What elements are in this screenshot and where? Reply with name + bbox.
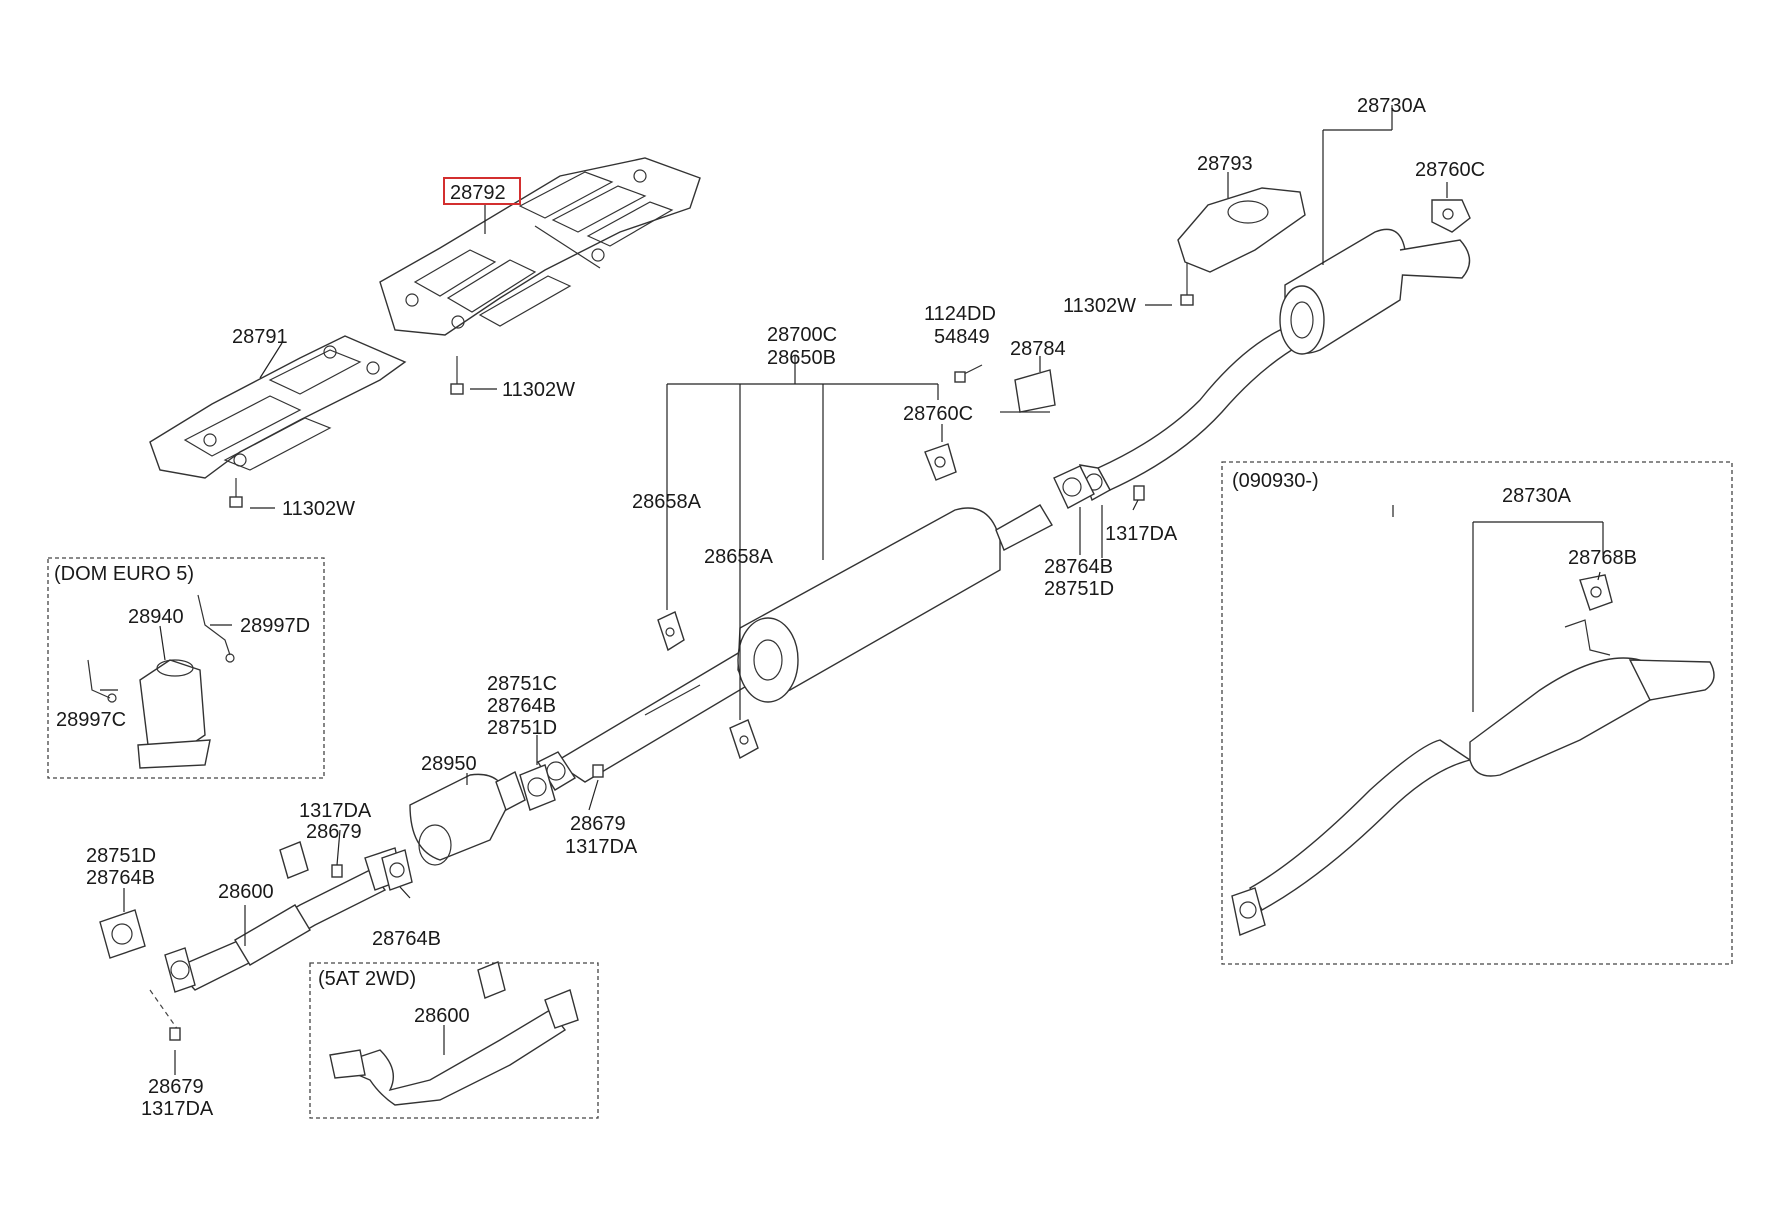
sensor-28997c[interactable] — [87, 659, 117, 703]
label-28760c-a[interactable]: 28760C — [1415, 159, 1485, 181]
label-11302w-b[interactable]: 11302W — [282, 498, 355, 520]
nut-28679-c[interactable] — [149, 989, 181, 1041]
hanger-front-pipe[interactable] — [279, 841, 309, 879]
highlight-box — [443, 177, 521, 205]
box-title-dom-euro5: (DOM EURO 5) — [54, 563, 194, 585]
label-28793[interactable]: 28793 — [1197, 153, 1253, 175]
hanger-28768b[interactable] — [1579, 574, 1613, 611]
label-28600-b[interactable]: 28600 — [414, 1005, 470, 1027]
label-28751d-a[interactable]: 28751D — [1044, 578, 1114, 600]
bolt-11302w-a[interactable] — [450, 356, 464, 395]
leader-lines — [100, 105, 1604, 1075]
box-title-090930: (090930-) — [1232, 470, 1319, 492]
label-28751d-c[interactable]: 28751D — [86, 845, 156, 867]
5at-2wd-box — [309, 962, 599, 1119]
label-28791[interactable]: 28791 — [232, 326, 288, 348]
dom-euro5-box — [47, 557, 325, 779]
box-title-5at-2wd: (5AT 2WD) — [318, 968, 416, 990]
label-28784[interactable]: 28784 — [1010, 338, 1066, 360]
label-28679-b[interactable]: 28679 — [570, 813, 626, 835]
label-28768b[interactable]: 28768B — [1568, 547, 1637, 569]
label-28700c[interactable]: 28700C — [767, 324, 837, 346]
front-pipe[interactable] — [164, 847, 403, 993]
label-1317da-a[interactable]: 1317DA — [1105, 523, 1178, 545]
label-28650b[interactable]: 28650B — [767, 347, 836, 369]
label-28764b-c[interactable]: 28764B — [86, 867, 155, 889]
heat-shield-upper[interactable] — [379, 157, 701, 336]
rear-muffler[interactable] — [1078, 228, 1471, 502]
nut-28679-b[interactable] — [592, 764, 604, 778]
catalyst-28940[interactable] — [137, 659, 211, 769]
bracket-28784[interactable] — [1000, 369, 1056, 413]
label-28730a-a[interactable]: 28730A — [1357, 95, 1427, 117]
label-28658a-b[interactable]: 28658A — [704, 546, 774, 568]
bolt-1124dd[interactable] — [954, 364, 983, 383]
label-28997d[interactable]: 28997D — [240, 615, 310, 637]
part-labels: 28792 28791 11302W 11302W 11302W 28730A … — [54, 95, 1637, 1120]
label-28751d-b[interactable]: 28751D — [487, 717, 557, 739]
label-11302w-a[interactable]: 11302W — [502, 379, 575, 401]
rear-muffler-090930[interactable] — [1231, 619, 1715, 936]
label-28600-a[interactable]: 28600 — [218, 881, 274, 903]
hanger-28658a-a[interactable] — [657, 611, 685, 652]
hanger-28658a-b[interactable] — [729, 719, 759, 760]
label-28679-a[interactable]: 28679 — [306, 821, 362, 843]
label-28751c[interactable]: 28751C — [487, 673, 557, 695]
label-28997c[interactable]: 28997C — [56, 709, 126, 731]
hanger-28760c-b[interactable] — [924, 443, 957, 481]
nut-1317da-a[interactable] — [1133, 485, 1145, 501]
label-28764b-b[interactable]: 28764B — [487, 695, 556, 717]
date-090930-box — [1221, 461, 1733, 965]
hanger-28760c-a[interactable] — [1431, 199, 1471, 233]
label-28658a-a[interactable]: 28658A — [632, 491, 702, 513]
label-28760c-b[interactable]: 28760C — [903, 403, 973, 425]
gasket-28751d-c[interactable] — [99, 909, 146, 959]
nut-28679-a[interactable] — [331, 864, 343, 878]
sensor-28997d[interactable] — [197, 594, 235, 663]
label-28950[interactable]: 28950 — [421, 753, 477, 775]
bolt-11302w-c[interactable] — [1180, 260, 1194, 306]
bracket-28793[interactable] — [1177, 187, 1306, 273]
label-54849[interactable]: 54849 — [934, 326, 990, 348]
label-1124dd[interactable]: 1124DD — [924, 303, 996, 325]
gasket-28764b-d[interactable] — [381, 849, 413, 891]
gasket-28764b-b[interactable] — [519, 764, 556, 811]
label-1317da-d[interactable]: 1317DA — [141, 1098, 214, 1120]
label-28792[interactable]: 28792 — [450, 182, 506, 204]
label-28764b-a[interactable]: 28764B — [1044, 556, 1113, 578]
label-11302w-c[interactable]: 11302W — [1063, 295, 1136, 317]
label-28764b-d[interactable]: 28764B — [372, 928, 441, 950]
label-1317da-c[interactable]: 1317DA — [565, 836, 638, 858]
catalytic-converter[interactable] — [409, 771, 526, 866]
gasket-flange-right[interactable] — [1053, 465, 1095, 509]
label-28940[interactable]: 28940 — [128, 606, 184, 628]
bolt-11302w-b[interactable] — [229, 478, 243, 508]
front-pipe-5at[interactable] — [329, 961, 579, 1106]
center-muffler[interactable] — [537, 504, 1053, 791]
label-28679-c[interactable]: 28679 — [148, 1076, 204, 1098]
heat-shield-lower[interactable] — [149, 335, 407, 479]
label-28730a-b[interactable]: 28730A — [1502, 485, 1572, 507]
label-1317da-b[interactable]: 1317DA — [299, 800, 372, 822]
